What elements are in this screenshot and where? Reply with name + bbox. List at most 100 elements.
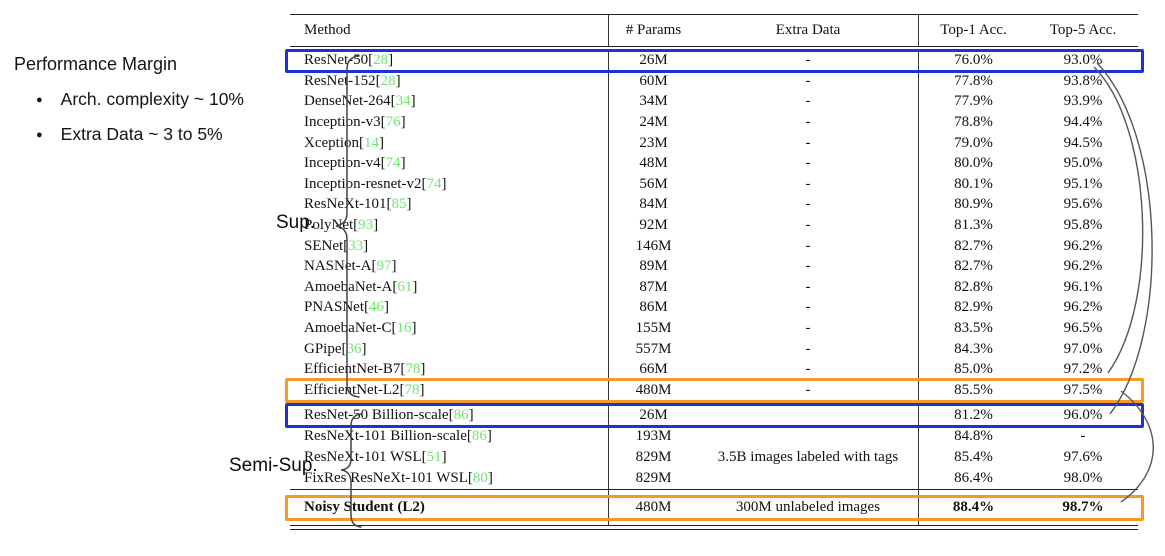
semi-supervised-section: 3.5B images labeled with tags ResNet-50 …	[285, 403, 1144, 490]
top5-cell: 96.1%	[1063, 278, 1103, 295]
params-cell: 480M	[608, 490, 698, 526]
method-cell: PNASNet [46]	[304, 299, 390, 316]
table-row: AmoebaNet-C [16]155M-83.5%96.5%	[290, 318, 1138, 339]
method-cell: Xception [14]	[304, 134, 384, 151]
table-header-row: Method # Params Extra Data Top-1 Acc. To…	[290, 14, 1138, 46]
top1-cell: 83.5%	[918, 318, 1028, 339]
table-row: SENet [33]146M-82.7%96.2%	[290, 235, 1138, 257]
table-row: Xception [14]23M-79.0%94.5%	[290, 132, 1138, 154]
params-cell: 92M	[608, 215, 698, 236]
method-name: ResNet-152	[304, 72, 376, 89]
annotation-bullet: ● Arch. complexity ~ 10%	[36, 89, 244, 110]
citation-ref: 14	[363, 134, 379, 151]
extra-data-cell: -	[805, 72, 811, 89]
extra-data-cell: -	[805, 258, 811, 275]
method-name: ResNeXt-101 Billion-scale	[304, 428, 467, 445]
params-cell: 193M	[608, 426, 698, 448]
top5-cell: 95.6%	[1063, 196, 1103, 213]
params-cell: 24M	[608, 112, 698, 133]
extra-data-cell	[698, 447, 918, 468]
table-row: PolyNet [93]92M-81.3%95.8%	[290, 215, 1138, 236]
top1-cell: 80.0%	[918, 153, 1028, 175]
top1-cell: 85.0%	[918, 359, 1028, 380]
top1-cell: 82.7%	[918, 256, 1028, 278]
top5-cell: 96.5%	[1063, 320, 1103, 337]
params-cell: 26M	[608, 50, 698, 72]
top5-cell: 96.0%	[1063, 407, 1103, 424]
extra-data-cell	[698, 405, 918, 426]
params-cell: 89M	[608, 256, 698, 278]
citation-ref: 28	[380, 72, 396, 89]
extra-data-cell: -	[805, 52, 811, 69]
bullet-icon: ●	[36, 128, 43, 141]
top5-cell: 97.5%	[1063, 381, 1103, 398]
params-cell: 86M	[608, 297, 698, 319]
method-cell: Inception-v3 [76]	[304, 114, 406, 131]
method-cell: ResNeXt-101 Billion-scale [86]	[304, 428, 492, 445]
citation-ref: 78	[404, 381, 420, 398]
top5-cell: 96.2%	[1063, 299, 1103, 316]
params-cell: 146M	[608, 235, 698, 257]
semi-extra-data-span-label: 3.5B images labeled with tags	[717, 449, 899, 466]
extra-data-cell	[698, 468, 918, 489]
table-row: PNASNet [46]86M-82.9%96.2%	[290, 297, 1138, 319]
method-cell: ResNeXt-101 WSL [51]	[304, 449, 447, 466]
bullet-text: Extra Data ~ 3 to 5%	[60, 124, 223, 144]
table-row: ResNeXt-101 [85]84M-80.9%95.6%	[290, 194, 1138, 216]
bullet-icon: ●	[36, 93, 43, 106]
extra-data-cell: -	[805, 134, 811, 151]
params-cell: 480M	[608, 380, 698, 401]
top5-cell: 93.0%	[1063, 52, 1103, 69]
citation-ref: 28	[373, 52, 389, 69]
method-name: Inception-v4	[304, 155, 381, 172]
method-name: Inception-v3	[304, 114, 381, 131]
method-cell: AmoebaNet-C [16]	[304, 320, 417, 337]
citation-ref: 51	[426, 449, 442, 466]
method-cell: EfficientNet-L2 [78]	[304, 381, 425, 398]
citation-ref: 93	[358, 217, 374, 234]
top1-cell: 86.4%	[918, 468, 1028, 490]
table-row: Inception-resnet-v2 [74]56M-80.1%95.1%	[290, 174, 1138, 195]
top1-cell: 84.3%	[918, 338, 1028, 360]
method-cell: PolyNet [93]	[304, 217, 379, 234]
top5-cell: 96.2%	[1063, 237, 1103, 254]
top1-cell: 82.7%	[918, 235, 1028, 257]
top5-cell: -	[1080, 428, 1086, 445]
method-name: ResNeXt-101	[304, 196, 387, 213]
params-cell: 26M	[608, 405, 698, 427]
top1-cell: 85.4%	[918, 447, 1028, 469]
table-row: DenseNet-264 [34]34M-77.9%93.9%	[290, 91, 1138, 113]
method-name: ResNeXt-101 WSL	[304, 449, 422, 466]
citation-ref: 85	[391, 196, 407, 213]
table-row: AmoebaNet-A [61]87M-82.8%96.1%	[290, 277, 1138, 298]
extra-data-cell: -	[805, 175, 811, 192]
top1-cell: 77.9%	[918, 91, 1028, 113]
table-row: NASNet-A [97]89M-82.7%96.2%	[290, 256, 1138, 278]
method-cell: ResNet-50 [28]	[304, 52, 394, 69]
method-name: SENet	[304, 237, 344, 254]
extra-data-cell: -	[805, 155, 811, 172]
top1-cell: 80.9%	[918, 194, 1028, 216]
top5-cell: 97.0%	[1063, 340, 1103, 357]
supervised-section: ResNet-50 [28]26M-76.0%93.0%ResNet-152 […	[285, 48, 1144, 403]
method-cell: GPipe [36]	[304, 340, 367, 357]
method-cell: DenseNet-264 [34]	[304, 93, 416, 110]
extra-data-cell: -	[805, 196, 811, 213]
extra-data-cell: -	[805, 299, 811, 316]
top5-cell: 96.2%	[1063, 258, 1103, 275]
extra-data-cell: -	[805, 278, 811, 295]
citation-ref: 16	[396, 320, 412, 337]
extra-data-cell: -	[805, 381, 811, 398]
header-method: Method	[304, 22, 351, 38]
params-cell: 829M	[608, 447, 698, 469]
extra-data-cell: -	[805, 361, 811, 378]
header-extra-data: Extra Data	[775, 22, 841, 38]
top5-cell: 93.8%	[1063, 72, 1103, 89]
citation-ref: 46	[369, 299, 385, 316]
method-cell: AmoebaNet-A [61]	[304, 278, 418, 295]
top1-cell: 85.5%	[918, 380, 1028, 401]
table-row: ResNet-50 [28]26M-76.0%93.0%	[285, 48, 1144, 74]
params-cell: 66M	[608, 359, 698, 380]
